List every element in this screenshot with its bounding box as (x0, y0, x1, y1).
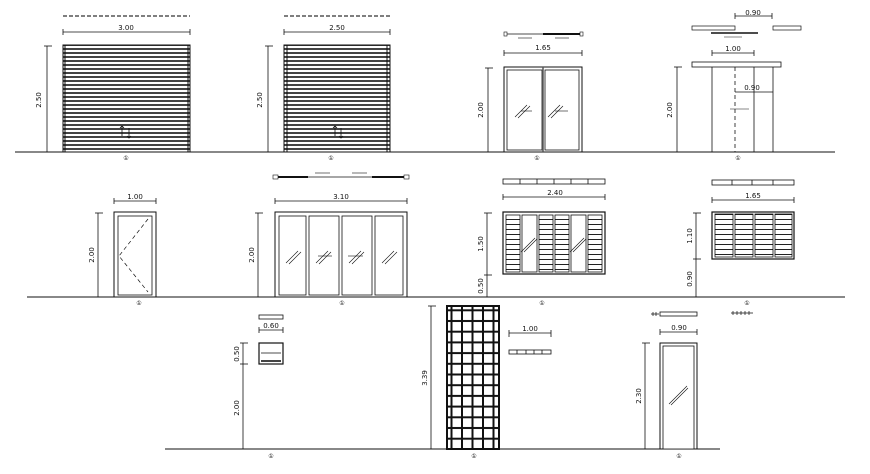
height-label: 2.30 (635, 388, 643, 404)
element-tag: ① (328, 155, 333, 162)
width-label: 2.40 (547, 189, 563, 197)
element-tag: ① (539, 300, 544, 307)
width-label: 1.00 (725, 45, 741, 53)
width-label: 1.00 (127, 193, 143, 201)
opening-label: 0.90 (745, 9, 761, 17)
louvre-window-large: 2.40 1.50 0.50 ① (477, 178, 606, 307)
width-label: 0.90 (671, 324, 687, 332)
height-label: 2.00 (88, 247, 96, 263)
height-label: 2.00 (248, 247, 256, 263)
sliding-door-2-leaf: 1.65 2.00 ① (477, 31, 584, 162)
louvre-window-small: 1.65 1.10 0.90 ① (686, 179, 795, 315)
element-tag: ① (534, 155, 539, 162)
width-label: 1.00 (522, 325, 538, 333)
width-label: 3.00 (118, 24, 134, 32)
glass-block-wall: 3.39 1.00 ① (421, 305, 552, 460)
height-label: 2.50 (256, 92, 264, 108)
height-label: 2.00 (666, 102, 674, 118)
element-tag: ① (735, 155, 740, 162)
element-tag: ① (268, 453, 273, 460)
height-label: 1.50 (477, 236, 485, 252)
pocket-sliding-door: 0.90 1.00 0.90 2.00 ① (666, 9, 802, 162)
element-tag: ① (744, 300, 749, 307)
element-tag: ① (123, 155, 128, 162)
height-label: 0.50 (233, 346, 241, 362)
hardware-symbol-icon (731, 311, 753, 315)
small-window: 0.60 0.50 2.00 ① (233, 314, 284, 460)
height-label: 1.10 (686, 228, 694, 244)
roller-door-1: 3.00 2.50 ① (35, 15, 191, 162)
width-label: 1.65 (745, 192, 761, 200)
width-label: 2.50 (329, 24, 345, 32)
sill-label: 2.00 (233, 400, 241, 416)
width-label: 1.65 (535, 44, 551, 52)
opening-label: 0.90 (744, 84, 760, 92)
element-tag: ① (676, 453, 681, 460)
element-tag: ① (339, 300, 344, 307)
width-label: 3.10 (333, 193, 349, 201)
sill-label: 0.90 (686, 271, 694, 287)
swing-door: 1.00 2.00 ① (88, 193, 157, 307)
sliding-door-4-leaf: 3.10 2.00 ① (248, 172, 410, 307)
height-label: 2.00 (477, 102, 485, 118)
width-label: 0.60 (263, 322, 279, 330)
sill-label: 0.50 (477, 278, 485, 294)
fixed-glass-door: 0.90 2.30 ① (635, 311, 698, 460)
lift-arrow-icon (119, 125, 132, 139)
lift-arrow-icon (332, 125, 344, 139)
roller-door-2: 2.50 2.50 ① (256, 15, 391, 162)
element-tag: ① (471, 453, 476, 460)
element-tag: ① (136, 300, 141, 307)
height-label: 3.39 (421, 370, 429, 386)
height-label: 2.50 (35, 92, 43, 108)
